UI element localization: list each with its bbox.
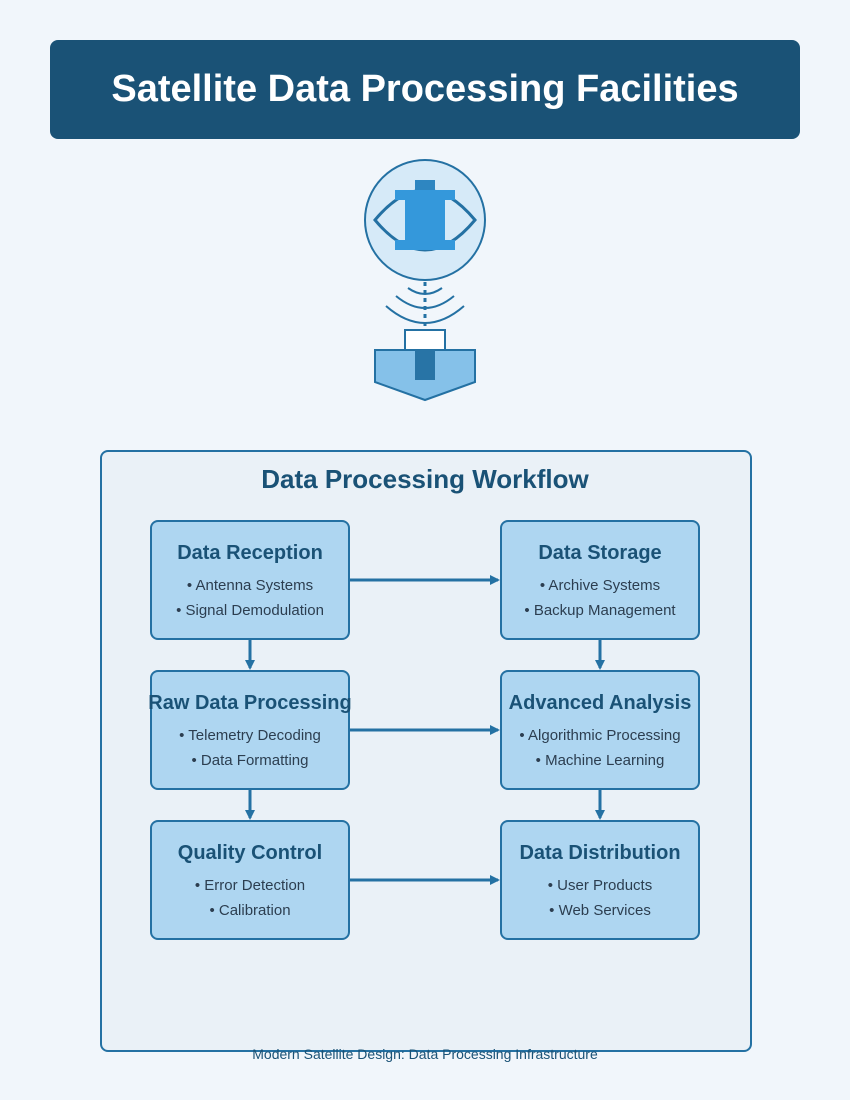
node-bullet: • User Products (547, 877, 653, 894)
node-bullet: • Web Services (549, 902, 651, 919)
node-title: Raw Data Processing (148, 692, 352, 714)
ground-station-icon (374, 329, 476, 402)
node-bullet: • Calibration (209, 902, 291, 919)
node-bullet: • Archive Systems (539, 577, 661, 594)
node-bullet: • Machine Learning (535, 752, 665, 769)
workflow-node-distribution: Data Distribution • User Products • Web Se… (500, 820, 700, 940)
node-title: Data Reception (177, 542, 323, 564)
node-bullet: • Backup Management (524, 602, 676, 619)
workflow-node-storage: Data Storage • Archive Systems • Backup Ma… (500, 520, 700, 640)
node-bullet: • Data Formatting (191, 752, 309, 769)
node-title: Quality Control (177, 842, 323, 864)
node-title: Advanced Analysis (508, 692, 692, 714)
node-title: Data Distribution (519, 842, 681, 864)
node-bullet: • Antenna Systems (186, 577, 314, 594)
node-bullet: • Algorithmic Processing (519, 727, 681, 744)
node-bullet: • Error Detection (194, 877, 306, 894)
workflow-title: Data Processing Workflow (261, 464, 589, 494)
workflow-node-analysis: Advanced Analysis • Algorithmic Processin… (500, 670, 700, 790)
page-title: Satellite Data Processing Facilities (111, 68, 739, 110)
node-bullet: • Telemetry Decoding (179, 727, 321, 744)
satellite-icon (364, 159, 486, 281)
title-banner: Satellite Data Processing Facilities (50, 40, 800, 139)
workflow-node-reception: Data Reception • Antenna Systems • Signal … (150, 520, 350, 640)
workflow-node-quality: Quality Control • Error Detection • Calibr… (150, 820, 350, 940)
node-title: Data Storage (538, 542, 662, 564)
footer-caption: Modern Satellite Design: Data Processing… (252, 1046, 598, 1062)
node-bullet: • Signal Demodulation (176, 602, 324, 619)
workflow-node-raw: Raw Data Processing • Telemetry Decoding •… (148, 670, 352, 790)
